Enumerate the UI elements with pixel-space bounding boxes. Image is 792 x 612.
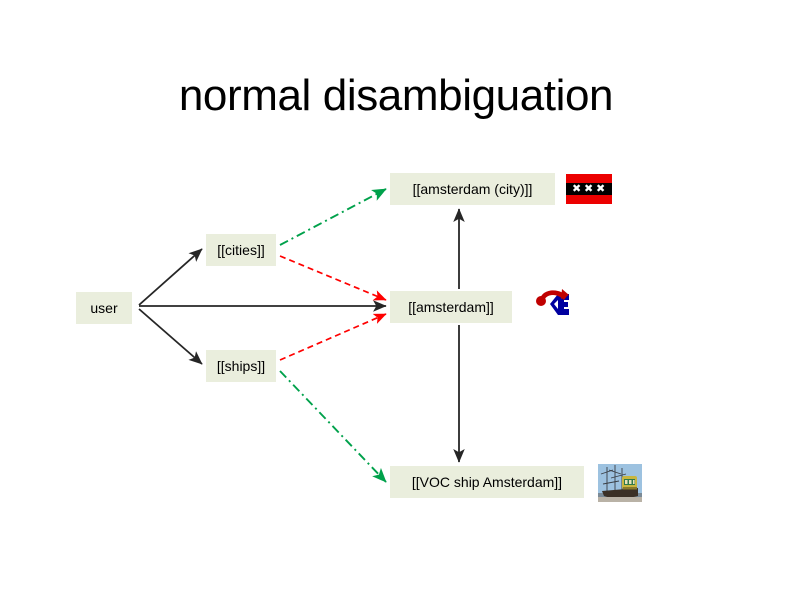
voc-ship-photo-thumbnail [598,464,642,502]
edge-cities-to-amsterdam [279,255,387,301]
disambig-blue-wedge [550,294,558,315]
edge-ships-to-amsterdam [279,313,387,361]
node-voc-ship[interactable]: [[VOC ship Amsterdam]] [390,466,584,498]
node-amsterdam-city-label: [[amsterdam (city)]] [412,181,533,197]
node-voc-ship-label: [[VOC ship Amsterdam]] [411,474,563,490]
disambig-red-knob [536,296,546,306]
node-cities-label: [[cities]] [217,242,265,258]
flag-saltire-icon: ✖ [584,182,594,195]
disambiguation-icon [528,280,574,326]
flag-black-band [566,183,612,195]
disambig-blue-shape [558,294,569,315]
node-user-label: user [90,300,118,316]
flag-saltire-icon: ✖ [596,182,606,195]
node-user[interactable]: user [76,292,132,324]
node-ships-label: [[ships]] [216,358,266,374]
edge-user-to-cities [138,248,203,306]
node-cities[interactable]: [[cities]] [206,234,276,266]
page-title: normal disambiguation [178,71,614,120]
node-amsterdam[interactable]: [[amsterdam]] [390,291,512,323]
edge-ships-to-voc-ship [279,370,387,483]
flag-saltire-icon: ✖ [572,182,582,195]
disambig-red-arrowhead [561,289,569,299]
edge-user-to-ships [138,308,203,365]
node-ships[interactable]: [[ships]] [206,350,276,382]
node-amsterdam-label: [[amsterdam]] [408,299,494,315]
disambig-red-swoosh [540,290,567,302]
node-amsterdam-city[interactable]: [[amsterdam (city)]] [390,173,555,205]
edge-cities-to-amsterdam-city [279,188,387,246]
amsterdam-flag-icon: ✖ ✖ ✖ [566,174,612,204]
